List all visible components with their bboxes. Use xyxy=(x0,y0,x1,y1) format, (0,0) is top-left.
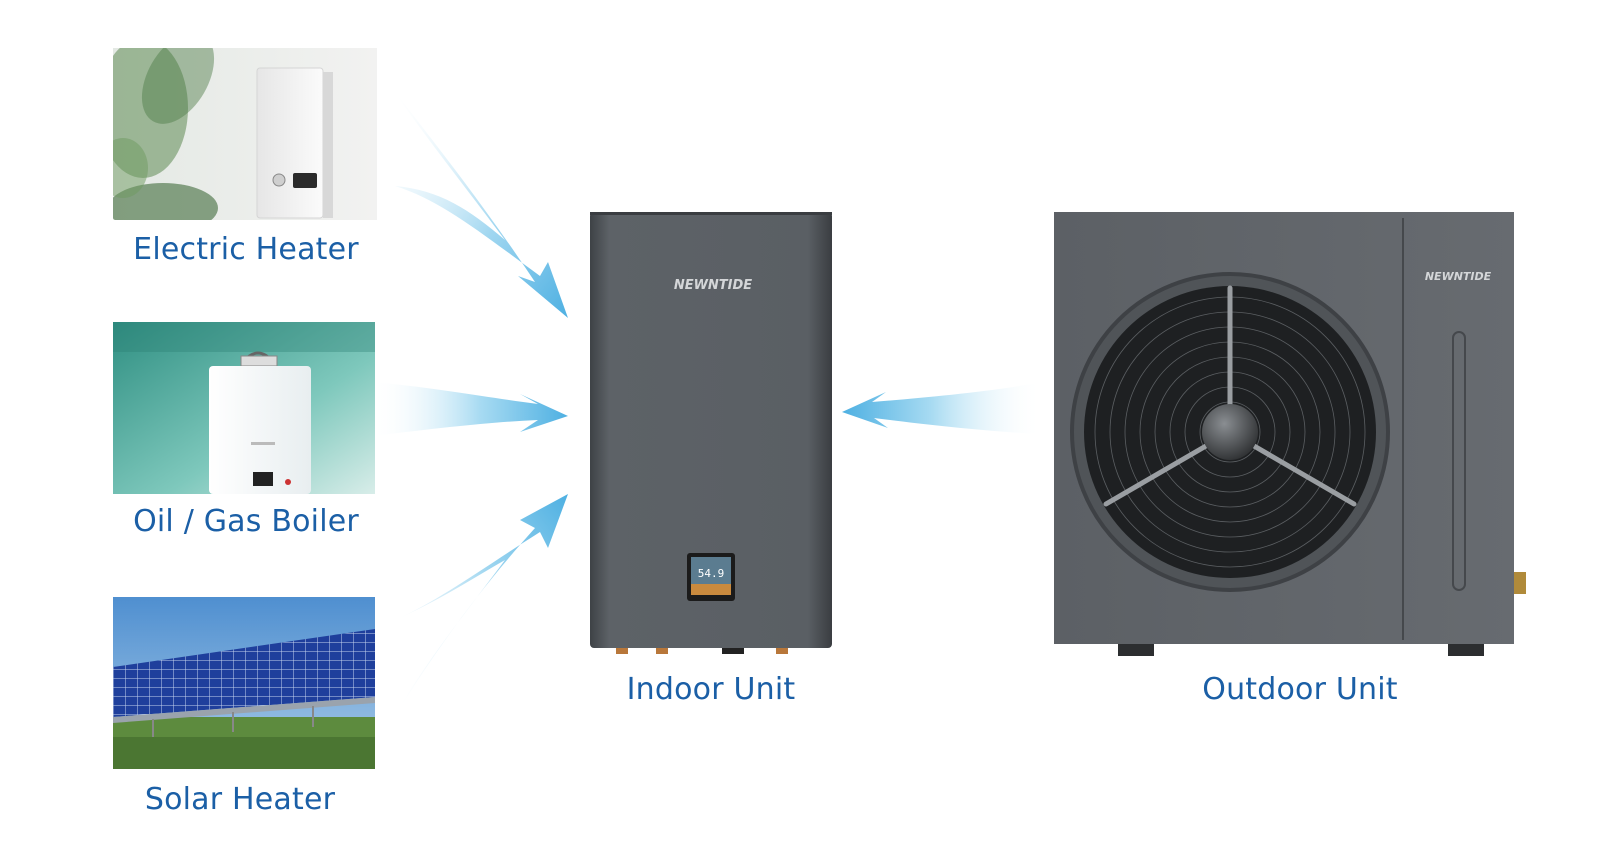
label-gas-boiler: Oil / Gas Boiler xyxy=(133,504,359,539)
label-solar-heater: Solar Heater xyxy=(144,782,336,817)
arrow-solar-to-indoor xyxy=(395,494,568,716)
arrow-boiler-to-indoor xyxy=(372,382,568,436)
outdoor-brand: NEWNTIDE xyxy=(1425,270,1492,283)
gas-boiler-photo xyxy=(113,322,375,494)
indoor-brand: NEWNTIDE xyxy=(674,278,752,293)
label-indoor-unit: Indoor Unit xyxy=(626,672,796,707)
arrow-outdoor-to-indoor xyxy=(842,382,1042,434)
arrow-electric-to-indoor xyxy=(392,88,568,318)
label-electric-heater: Electric Heater xyxy=(133,232,359,267)
solar-panel-photo xyxy=(113,597,375,769)
outdoor-unit-image: NEWNTIDE xyxy=(1048,212,1552,660)
electric-heater-photo xyxy=(113,48,377,220)
indoor-display-readout: 54.9 xyxy=(698,567,725,580)
label-outdoor-unit: Outdoor Unit xyxy=(1202,672,1398,707)
indoor-unit-image: NEWNTIDE 54.9 xyxy=(586,212,836,654)
